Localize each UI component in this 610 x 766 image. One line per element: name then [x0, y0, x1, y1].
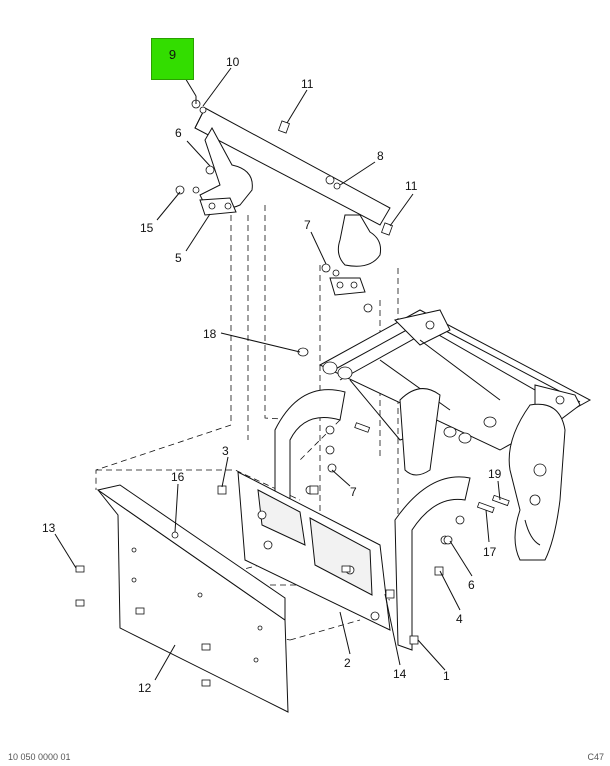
left-bracket-arm: [199, 126, 253, 216]
mounting-plate: [237, 471, 391, 631]
callout-labels: 10 11 6 8 11 15 5 7 18 3 7 16 19 13 17 6…: [42, 55, 502, 695]
callout-16: 16: [171, 470, 185, 484]
footer-sheet-code: C47: [587, 752, 604, 762]
callout-11-top: 11: [301, 77, 314, 91]
callout-4: 4: [456, 612, 463, 626]
callout-6-top: 6: [175, 126, 182, 140]
highlighted-callout-box[interactable]: 9: [151, 38, 194, 80]
curved-side-rails: [274, 388, 471, 651]
callout-9: 9: [168, 47, 177, 62]
callout-12: 12: [138, 681, 152, 695]
callout-2: 2: [344, 656, 351, 670]
callout-7-top: 7: [304, 218, 311, 232]
callout-18: 18: [203, 327, 217, 341]
callout-17: 17: [483, 545, 497, 559]
callout-6-right: 6: [468, 578, 475, 592]
callout-7-mid: 7: [350, 485, 357, 499]
hardware-bolts: [75, 347, 510, 687]
callout-10: 10: [226, 55, 240, 69]
front-shield-plate: [96, 484, 289, 713]
leader-lines: [54, 57, 501, 681]
right-bracket-arm: [329, 214, 381, 296]
callout-1: 1: [443, 669, 450, 683]
callout-15: 15: [140, 221, 154, 235]
top-fasteners: [175, 96, 393, 313]
callout-11-right: 11: [405, 179, 418, 193]
callout-14: 14: [393, 667, 407, 681]
right-leg-bracket: [508, 403, 566, 561]
callout-19: 19: [488, 467, 502, 481]
callout-3: 3: [222, 444, 229, 458]
callout-8: 8: [377, 149, 384, 163]
callout-13: 13: [42, 521, 56, 535]
callout-5: 5: [175, 251, 182, 265]
footer-drawing-code: 10 050 0000 01: [8, 752, 71, 762]
